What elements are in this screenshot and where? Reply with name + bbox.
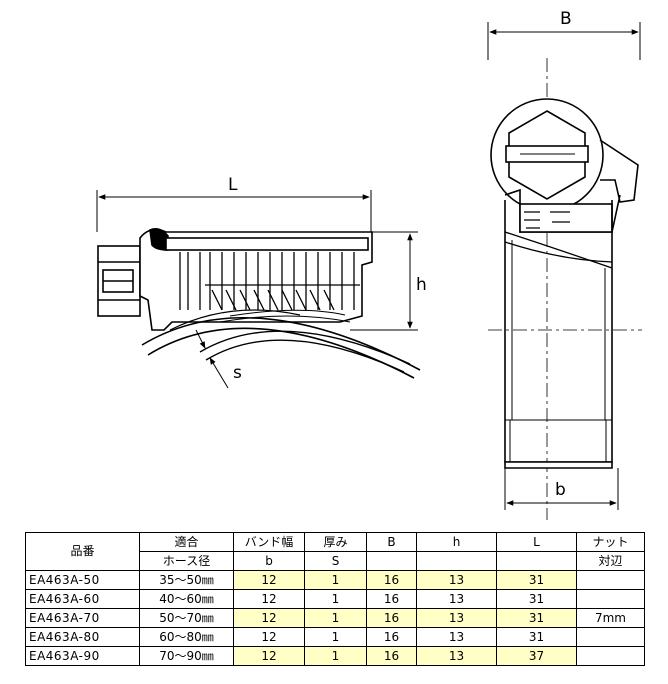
header-S: S bbox=[304, 551, 367, 571]
cell-L: 31 bbox=[496, 570, 577, 590]
header-L: L bbox=[496, 532, 577, 552]
table-row: EA463A-60 40～60㎜ 12 1 16 13 31 bbox=[25, 589, 645, 609]
label-s: s bbox=[233, 363, 242, 383]
front-view bbox=[487, 22, 642, 520]
cell-hose-range: 35～50㎜ bbox=[139, 570, 234, 590]
cell-h: 13 bbox=[416, 646, 497, 666]
header-B: B bbox=[366, 532, 417, 552]
cell-band-width: 12 bbox=[233, 646, 305, 666]
cell-hose-range: 50～70㎜ bbox=[139, 608, 234, 628]
cell-h: 13 bbox=[416, 570, 497, 590]
header-h: h bbox=[416, 532, 497, 552]
cell-band-width: 12 bbox=[233, 608, 305, 628]
cell-hose-range: 60～80㎜ bbox=[139, 627, 234, 647]
cell-part-number: EA463A-70 bbox=[25, 608, 140, 628]
cell-band-width: 12 bbox=[233, 570, 305, 590]
cell-nut-size: 7mm bbox=[576, 608, 645, 628]
cell-h: 13 bbox=[416, 589, 497, 609]
cell-hose-range: 40～60㎜ bbox=[139, 589, 234, 609]
cell-B: 16 bbox=[366, 589, 417, 609]
table-row: EA463A-90 70～90㎜ 12 1 16 13 37 bbox=[25, 646, 645, 666]
header-applicable: 適合 bbox=[139, 532, 234, 552]
cell-h: 13 bbox=[416, 608, 497, 628]
side-view bbox=[96, 190, 421, 389]
technical-drawing: L h s bbox=[96, 9, 642, 520]
label-h: h bbox=[416, 275, 427, 295]
cell-B: 16 bbox=[366, 608, 417, 628]
cell-L: 31 bbox=[496, 589, 577, 609]
cell-h: 13 bbox=[416, 627, 497, 647]
cell-thickness: 1 bbox=[304, 589, 367, 609]
table-row: EA463A-50 35～50㎜ 12 1 16 13 31 bbox=[25, 570, 645, 590]
table-row: EA463A-80 60～80㎜ 12 1 16 13 31 bbox=[25, 627, 645, 647]
header-b: b bbox=[233, 551, 305, 571]
cell-hose-range: 70～90㎜ bbox=[139, 646, 234, 666]
label-L: L bbox=[228, 175, 238, 195]
cell-band-width: 12 bbox=[233, 627, 305, 647]
cell-part-number: EA463A-80 bbox=[25, 627, 140, 647]
cell-B: 16 bbox=[366, 570, 417, 590]
cell-L: 31 bbox=[496, 608, 577, 628]
header-nut: ナット bbox=[576, 532, 645, 552]
cell-L: 31 bbox=[496, 627, 577, 647]
cell-part-number: EA463A-50 bbox=[25, 570, 140, 590]
dimension-line-s bbox=[209, 357, 229, 389]
cell-part-number: EA463A-90 bbox=[25, 646, 140, 666]
header-across-flats: 対辺 bbox=[576, 551, 645, 571]
cell-B: 16 bbox=[366, 627, 417, 647]
label-B: B bbox=[560, 9, 572, 29]
header-part-number: 品番 bbox=[25, 532, 140, 571]
cell-L: 37 bbox=[496, 646, 577, 666]
table-row: EA463A-70 50～70㎜ 12 1 16 13 31 7mm bbox=[25, 608, 645, 628]
cell-thickness: 1 bbox=[304, 570, 367, 590]
cell-band-width: 12 bbox=[233, 589, 305, 609]
header-thickness: 厚み bbox=[304, 532, 367, 552]
header-row: ホース径 b S 対辺 bbox=[26, 551, 645, 571]
cell-part-number: EA463A-60 bbox=[25, 589, 140, 609]
header-hose-diameter: ホース径 bbox=[139, 551, 234, 571]
header-band-width: バンド幅 bbox=[233, 532, 305, 552]
label-b: b bbox=[555, 480, 566, 500]
cell-B: 16 bbox=[366, 646, 417, 666]
cell-thickness: 1 bbox=[304, 646, 367, 666]
cell-thickness: 1 bbox=[304, 627, 367, 647]
spec-table: 品番 適合 バンド幅 厚み B h L ナット ホース径 b S 対辺 EA46… bbox=[25, 532, 645, 666]
cell-thickness: 1 bbox=[304, 608, 367, 628]
header-row: 品番 適合 バンド幅 厚み B h L ナット bbox=[25, 532, 645, 571]
